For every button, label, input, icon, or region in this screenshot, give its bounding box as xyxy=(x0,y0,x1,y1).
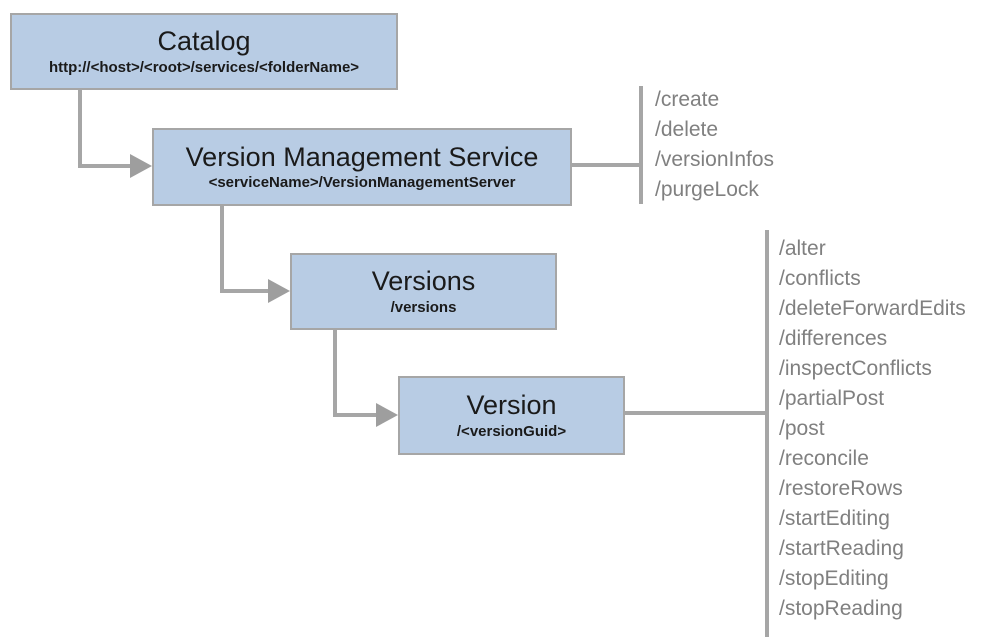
operation-item: /startEditing xyxy=(779,507,890,530)
node-subtitle: /versions xyxy=(390,298,457,316)
operation-item: /delete xyxy=(655,118,719,141)
connector-versions-version-vertical xyxy=(333,329,337,417)
operation-item: /versionInfos xyxy=(655,148,775,171)
operation-item: /conflicts xyxy=(779,267,861,290)
operation-item: /purgeLock xyxy=(655,178,759,201)
connector-versions-version-horizontal xyxy=(333,413,378,417)
operation-item: /post xyxy=(779,417,825,440)
vms-operations-bracket xyxy=(639,86,643,204)
operation-item: /inspectConflicts xyxy=(779,357,932,380)
connector-vms-operations xyxy=(572,163,639,167)
operation-item: /startReading xyxy=(779,537,904,560)
operation-item: /differences xyxy=(779,327,888,350)
arrowhead-icon xyxy=(130,154,152,178)
version-operations-bracket xyxy=(765,230,769,637)
connector-vms-versions-horizontal xyxy=(220,289,270,293)
operation-item: /partialPost xyxy=(779,387,885,410)
node-title: Versions xyxy=(371,266,476,297)
connector-catalog-vms-horizontal xyxy=(78,164,134,168)
operation-item: /reconcile xyxy=(779,447,869,470)
node-title: Version Management Service xyxy=(185,141,539,172)
node-versions: Versions /versions xyxy=(290,253,557,330)
node-subtitle: <serviceName>/VersionManagementServer xyxy=(208,174,516,192)
vms-operations-list: /create/delete/versionInfos/purgeLock xyxy=(655,85,774,205)
node-version: Version /<versionGuid> xyxy=(398,376,625,455)
operation-item: /stopReading xyxy=(779,597,903,620)
node-subtitle: /<versionGuid> xyxy=(456,422,567,440)
operation-item: /create xyxy=(655,88,720,111)
node-catalog: Catalog http://<host>/<root>/services/<f… xyxy=(10,13,398,90)
operation-item: /stopEditing xyxy=(779,567,889,590)
node-title: Version xyxy=(466,390,557,421)
node-version-management-service: Version Management Service <serviceName>… xyxy=(152,128,572,206)
arrowhead-icon xyxy=(268,279,290,303)
version-operations-list: /alter/conflicts/deleteForwardEdits/diff… xyxy=(779,234,966,624)
operation-item: /deleteForwardEdits xyxy=(779,297,966,320)
arrowhead-icon xyxy=(376,403,398,427)
operation-item: /restoreRows xyxy=(779,477,903,500)
operation-item: /alter xyxy=(779,237,826,260)
node-title: Catalog xyxy=(157,26,251,57)
connector-catalog-vms-vertical xyxy=(78,90,82,168)
connector-vms-versions-vertical xyxy=(220,205,224,293)
connector-version-operations xyxy=(625,411,765,415)
node-subtitle: http://<host>/<root>/services/<folderNam… xyxy=(48,58,360,76)
